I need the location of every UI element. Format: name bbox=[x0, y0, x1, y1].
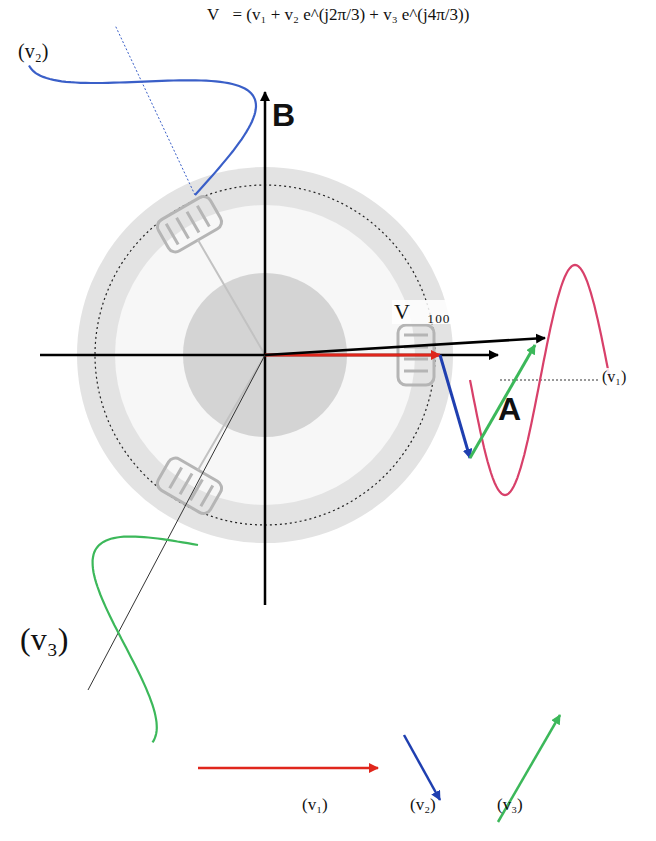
v3-axis bbox=[88, 355, 265, 690]
phase-label: (v₂) bbox=[16, 40, 50, 62]
v3-vector bbox=[470, 345, 535, 458]
v3-sine-wave bbox=[93, 537, 198, 743]
resultant-vector bbox=[265, 338, 545, 355]
b-axis bbox=[264, 92, 267, 605]
phase-label: (v₁) bbox=[600, 368, 628, 386]
formula: V⃗= (v₁ + v₂ e^(j2π/3) + v₃ e^(j4π/3)) bbox=[205, 6, 471, 25]
axis-label: A bbox=[498, 392, 521, 427]
phase-label: (v₃) bbox=[18, 622, 70, 657]
v1-sample-arrow bbox=[198, 767, 378, 770]
v2-axis bbox=[115, 25, 195, 195]
v2-sample-arrow bbox=[404, 735, 440, 800]
phase-label: (v₃) bbox=[497, 796, 523, 815]
phase-label: (v₂) bbox=[410, 796, 436, 815]
v2-sine-wave bbox=[29, 66, 256, 196]
v2-vector bbox=[440, 355, 470, 458]
vector-label: V⃗₁₀₀ bbox=[392, 300, 452, 324]
phase-label: (v₁) bbox=[302, 796, 328, 815]
v3-sample-arrow bbox=[498, 715, 560, 822]
axis-label: B bbox=[272, 98, 295, 133]
v1-sine-wave bbox=[470, 265, 610, 495]
